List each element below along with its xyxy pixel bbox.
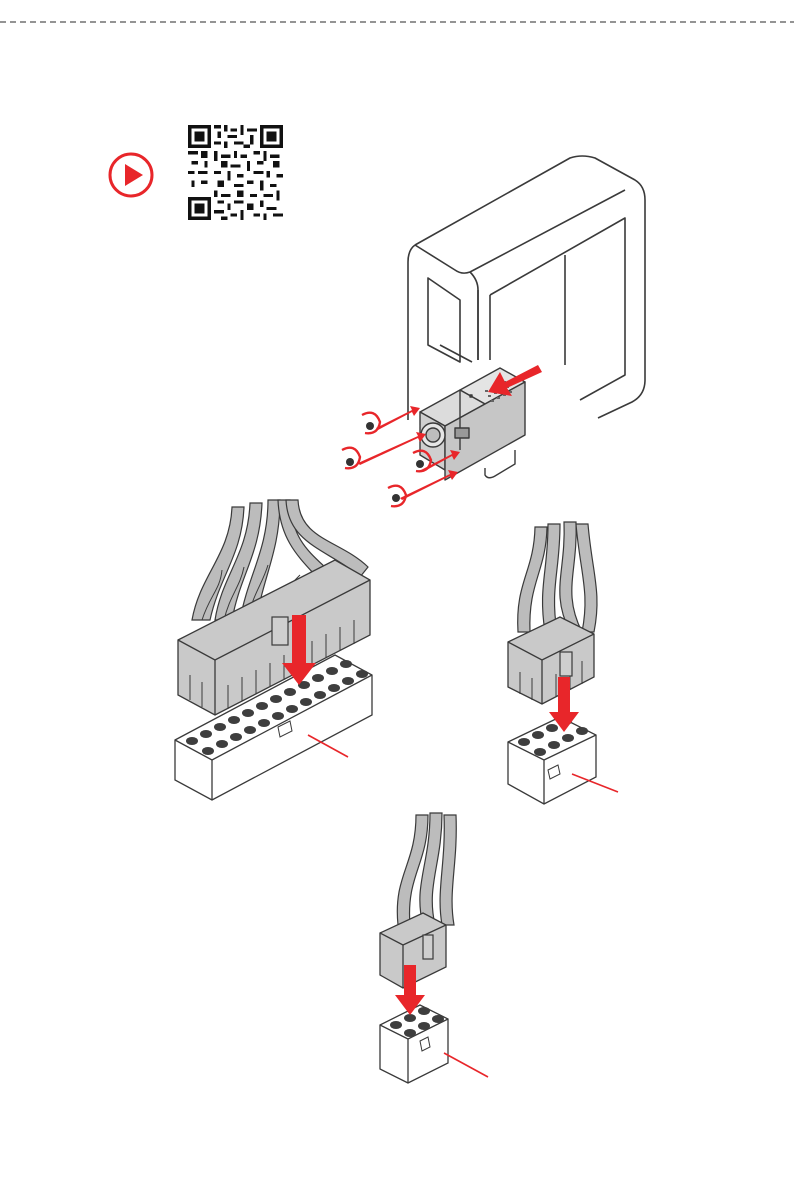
qr-code-icon[interactable] <box>188 125 283 220</box>
play-circle-icon[interactable] <box>106 150 156 200</box>
connector-24pin-icon <box>160 495 390 815</box>
connector-8pin-icon <box>490 512 630 812</box>
connector-6pin-icon <box>368 805 508 1090</box>
psu-case-illustration <box>320 150 660 530</box>
dashed-cut-line <box>0 0 794 40</box>
